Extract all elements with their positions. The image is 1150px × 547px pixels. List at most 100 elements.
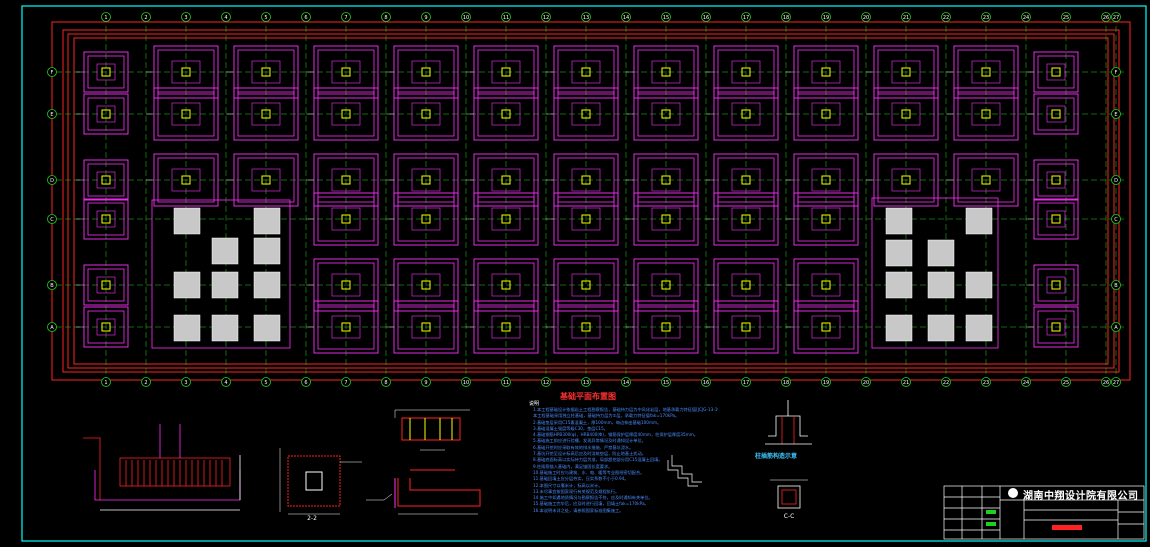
axis-label: C (50, 217, 54, 223)
axis-bubble-top: 14 (621, 12, 631, 22)
footing (546, 153, 619, 207)
pile-cap (965, 207, 993, 235)
axis-bubble-bottom: 1 (101, 377, 111, 387)
axis-bubble-top: 21 (901, 12, 911, 22)
company-name: 湖南中翔设计院有限公司 (1023, 491, 1139, 502)
footing (306, 192, 379, 246)
axis-label: 18 (783, 15, 789, 21)
axis-bubble-bottom: 14 (621, 377, 631, 387)
axis-label: 3 (184, 380, 187, 386)
axis-bubble-top: 22 (941, 12, 951, 22)
pile-caps (151, 197, 999, 349)
axis-bubble-top: 24 (1021, 12, 1031, 22)
axis-label: 14 (623, 380, 629, 386)
axis-bubble-bottom: 21 (901, 377, 911, 387)
footing (306, 153, 379, 207)
axis-bubble-bottom: 27 (1111, 377, 1121, 387)
axis-label: 15 (663, 15, 669, 21)
notes-heading: 说明 (529, 401, 540, 407)
footing (786, 300, 859, 354)
axis-label: 25 (1063, 15, 1069, 21)
pile-cap (885, 271, 913, 299)
footing (146, 87, 219, 141)
footing (706, 87, 779, 141)
axis-label: 24 (1023, 380, 1029, 386)
axis-label: 1 (104, 380, 107, 386)
footing (626, 153, 699, 207)
axis-label: 6 (304, 380, 307, 386)
axis-bubble-top: 1 (101, 12, 111, 22)
axis-label: 4 (224, 380, 227, 386)
footing (946, 45, 1019, 99)
footing-layout (76, 45, 1079, 354)
axis-bubble-bottom: 11 (501, 377, 511, 387)
step-foundation-detail (667, 455, 702, 487)
axis-bubble-top: 3 (181, 12, 191, 22)
axis-bubble-bottom: 23 (981, 377, 991, 387)
axis-label: 26 (1103, 380, 1109, 386)
axis-label: 4 (224, 15, 227, 21)
axis-bubble-top: 15 (661, 12, 671, 22)
pile-cap (927, 239, 955, 267)
axis-bubble-bottom: 18 (781, 377, 791, 387)
axis-bubble-top: 25 (1061, 12, 1071, 22)
axis-bubble-bottom: 9 (421, 377, 431, 387)
footing (306, 87, 379, 141)
footing (386, 153, 459, 207)
axis-bubble-top: 6 (301, 12, 311, 22)
axis-bubble-bottom: 7 (341, 377, 351, 387)
section-2-2-detail (279, 448, 362, 515)
axis-label: 13 (583, 380, 589, 386)
axis-bubble-right: B (1111, 280, 1121, 290)
axis-bubble-bottom: 17 (741, 377, 751, 387)
footing (146, 45, 219, 99)
pile-cap (211, 271, 239, 299)
footing (1026, 93, 1079, 135)
design-notes: 1.本工程基础设计依据岩土工程勘察报告，基础持力层为中风化岩层，地基承载力特征值… (533, 407, 718, 514)
axis-label: A (1114, 325, 1118, 331)
footing (386, 300, 459, 354)
detail-label: 柱插筋构造示意 (755, 453, 798, 460)
axis-label: 17 (743, 380, 749, 386)
axis-label: D (50, 178, 54, 184)
note-line: 1.本工程基础设计依据岩土工程勘察报告，基础持力层为中风化岩层，地基承载力特征值… (533, 407, 718, 412)
pile-cap (965, 271, 993, 299)
footing (466, 87, 539, 141)
note-line: 15.基础施工完毕后，应及时进行回填，回填土fak=170kPa。 (533, 501, 649, 507)
beam-section-detail-bottom (366, 469, 481, 515)
axis-label: 18 (783, 380, 789, 386)
axis-bubble-bottom: 19 (821, 377, 831, 387)
footing (626, 258, 699, 312)
footing (786, 258, 859, 312)
pile-cap (173, 314, 201, 342)
axis-label: 11 (503, 15, 509, 21)
axis-label: 2 (144, 380, 147, 386)
axis-label: A (50, 325, 54, 331)
axis-label: 26 (1103, 15, 1109, 21)
footing (466, 192, 539, 246)
pile-cap (173, 207, 201, 235)
axis-bubble-top: 12 (541, 12, 551, 22)
axis-label: 16 (703, 380, 709, 386)
axis-bubble-top: 17 (741, 12, 751, 22)
axis-bubble-right: D (1111, 175, 1121, 185)
note-line: 7.基坑开挖至设计标高后应及时浇筑垫层，防止地基土扰动。 (533, 451, 646, 457)
axis-bubble-left: F (47, 67, 57, 77)
footing (76, 51, 129, 93)
footing (626, 45, 699, 99)
axis-bubble-left: C (47, 214, 57, 224)
axis-bubble-top: 16 (701, 12, 711, 22)
axis-label: F (51, 70, 54, 76)
section-label: 2-2 (307, 515, 317, 522)
axis-bubble-bottom: 10 (461, 377, 471, 387)
footing (946, 87, 1019, 141)
pile-zone-left (151, 199, 291, 349)
footing (306, 258, 379, 312)
axis-label: 8 (384, 380, 387, 386)
axis-label: 22 (943, 380, 949, 386)
axis-bubble-bottom: 24 (1021, 377, 1031, 387)
footing (946, 153, 1019, 207)
